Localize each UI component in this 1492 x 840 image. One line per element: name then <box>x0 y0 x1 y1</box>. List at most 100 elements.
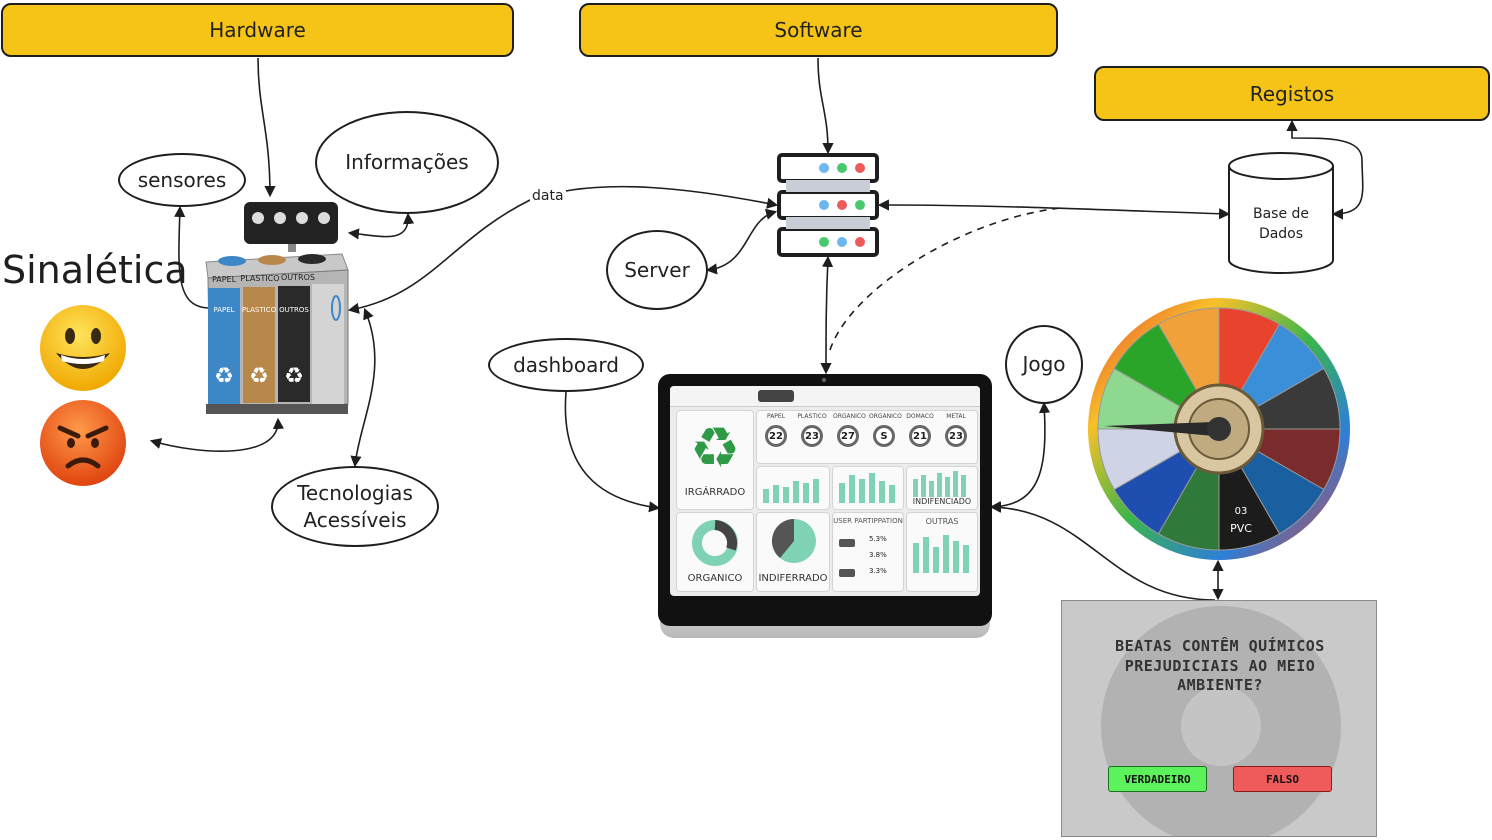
jogo-label: Jogo <box>1022 352 1066 376</box>
edge-monitor-jogo <box>989 401 1051 513</box>
bin-front-label: PLASTICO <box>242 306 277 314</box>
game-wheel: 03 PVC <box>1088 298 1350 560</box>
bars-chart-2 <box>839 473 895 503</box>
database-cylinder-icon <box>1228 152 1334 274</box>
display-panel-icon-3 <box>296 212 308 224</box>
truck-icon <box>839 539 855 547</box>
bin-recycle-symbol-1: ♻ <box>214 364 234 389</box>
dashboard-nav-tab <box>758 390 794 402</box>
indiferenciado-bottom-label: INDIFERRADO <box>758 573 828 584</box>
edge-server-db <box>877 199 1231 220</box>
bars-tile-2 <box>832 466 904 510</box>
outras-bars <box>913 535 969 573</box>
indiferenciado-top-label: INDIFENCIADO <box>912 497 972 506</box>
bars-chart-3 <box>913 471 966 497</box>
sensores-label: sensores <box>137 167 227 192</box>
server-rack-icon <box>777 153 879 257</box>
category-dial: 23 <box>801 425 823 447</box>
wheel-pvc-code: 03 <box>1235 506 1248 517</box>
informacoes-node: Informações <box>315 111 499 214</box>
hardware-banner: Hardware <box>1 3 514 57</box>
false-button[interactable]: FALSO <box>1233 766 1332 792</box>
organico-label: ORGANICO <box>687 573 743 584</box>
edge-hardware-bin <box>257 57 276 198</box>
bars-tile-1 <box>756 466 830 510</box>
server-label: Server <box>624 257 690 282</box>
indiferenciado-pie <box>771 519 816 563</box>
organico-tile: ORGANICO <box>676 512 754 592</box>
outras-tile: OUTRAS <box>906 512 978 592</box>
sensores-node: sensores <box>118 153 246 207</box>
database-label-line1: Base de <box>1252 206 1310 222</box>
category-header: DOMACO <box>906 413 934 420</box>
bin-top-label: PLASTICO <box>240 274 279 283</box>
sinaletica-title: Sinalética <box>2 248 188 292</box>
true-button[interactable]: VERDADEIRO <box>1108 766 1207 792</box>
edge-dashboard-monitor <box>564 391 661 513</box>
bin-top-label: OUTROS <box>281 273 315 282</box>
quiz-panel: BEATAS CONTÊM QUÍMICOS PREJUDICIAIS AO M… <box>1061 600 1377 837</box>
bin-front-label: OUTROS <box>279 306 309 314</box>
bars-chart-1 <box>763 479 819 503</box>
monitor-camera <box>822 378 826 382</box>
category-dial: 23 <box>945 425 967 447</box>
edge-bin-sensores <box>174 205 211 309</box>
category-dial: 22 <box>765 425 787 447</box>
wheel-pvc-label: PVC <box>1230 522 1252 535</box>
edge-db-registos <box>1286 119 1364 220</box>
edge-emoji-bin <box>149 417 285 453</box>
edge-bin-tecnologias <box>350 307 376 468</box>
category-dial: 27 <box>837 425 859 447</box>
edge-informacoes-bin <box>347 212 415 240</box>
dashboard-node: dashboard <box>488 338 644 392</box>
recycle-tile-label: IRGÁRRADO <box>684 487 746 498</box>
user-participation-title: USER PARTIPPATION <box>833 517 903 525</box>
edge-server-label <box>705 208 778 275</box>
database-label: Base de Dados <box>1227 204 1335 245</box>
software-banner-label: Software <box>774 18 863 42</box>
server-node: Server <box>606 230 708 310</box>
edge-server-monitor <box>820 255 834 375</box>
edge-software-server <box>817 57 834 155</box>
bin-recycle-symbol-2: ♻ <box>249 364 269 389</box>
dashboard-nav-bar <box>670 386 980 407</box>
angry-face-icon <box>40 400 126 486</box>
outras-title: OUTRAS <box>925 517 959 526</box>
software-banner: Software <box>579 3 1058 57</box>
category-header: ORGANICO <box>869 413 902 420</box>
category-header: PLASTICO <box>797 413 827 420</box>
indiferenciado-top-tile: INDIFENCIADO <box>906 466 978 510</box>
category-dial: S <box>873 425 895 447</box>
truck-icon <box>839 569 855 577</box>
tecnologias-label-line1: Tecnologias <box>297 480 413 505</box>
dashboard-label: dashboard <box>513 352 619 377</box>
edge-label-data: data <box>530 188 566 204</box>
registos-banner-label: Registos <box>1249 81 1335 106</box>
organico-donut <box>692 520 738 566</box>
category-dial: 21 <box>909 425 931 447</box>
bin-recycle-symbol-3: ♻ <box>284 364 304 389</box>
display-panel-icon-2 <box>274 212 286 224</box>
display-panel-icon-4 <box>318 212 330 224</box>
recycle-icon: ♻ <box>689 416 741 481</box>
participation-value-1: 5.3% <box>869 535 887 543</box>
hardware-banner-label: Hardware <box>209 18 306 42</box>
category-header: METAL <box>946 413 966 420</box>
tecnologias-node: Tecnologias Acessíveis <box>271 466 439 547</box>
category-header: PAPEL <box>766 413 786 420</box>
registos-banner: Registos <box>1094 66 1490 121</box>
quiz-question: BEATAS CONTÊM QUÍMICOS PREJUDICIAIS AO M… <box>1115 637 1325 694</box>
informacoes-label: Informações <box>345 150 469 174</box>
participation-value-2: 3.8% <box>869 551 887 559</box>
recycle-tile: ♻ IRGÁRRADO <box>676 410 754 510</box>
edge-dashed <box>829 207 1061 351</box>
participation-value-3: 3.3% <box>869 567 887 575</box>
database-label-line2: Dados <box>1258 226 1304 243</box>
jogo-node: Jogo <box>1005 325 1083 404</box>
bin-front-label: PAPEL <box>213 306 234 314</box>
